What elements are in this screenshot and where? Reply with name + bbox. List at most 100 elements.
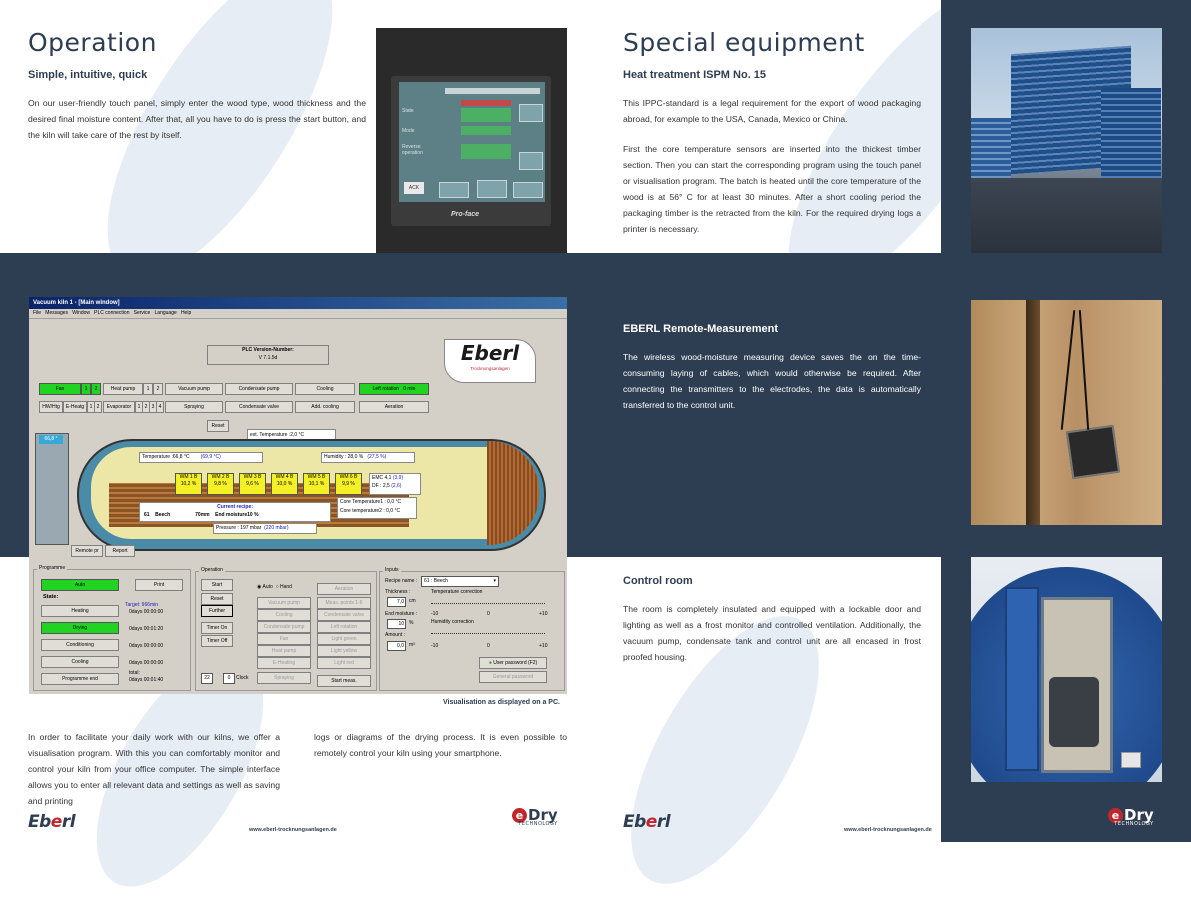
fan-1[interactable]: 1 — [81, 383, 91, 395]
op-e-heating[interactable]: E-Heating — [257, 657, 311, 669]
amount-input[interactable]: 0,0 — [387, 641, 406, 651]
op-light-yellow[interactable]: Light yellow — [317, 645, 371, 657]
temperature-correction-slider[interactable] — [431, 597, 545, 604]
fan-indicator[interactable]: Fan — [39, 383, 81, 395]
menu-language[interactable]: Language — [154, 310, 177, 316]
start-button[interactable]: Start — [201, 579, 233, 591]
op-aeration[interactable]: Aeration — [317, 583, 371, 595]
panel-screen: State Mode Reverse operation ACK — [399, 82, 545, 202]
op-cooling[interactable]: Cooling — [257, 609, 311, 621]
thickness-unit: cm — [409, 598, 416, 604]
report-button[interactable]: Report — [105, 545, 135, 557]
recipe-name-select[interactable]: 61 : Beech▾ — [421, 576, 499, 587]
further-button[interactable]: Further — [201, 605, 233, 617]
aeration-indicator[interactable]: Aeration — [359, 401, 429, 413]
auto-button[interactable]: Auto — [41, 579, 119, 591]
edry-logo-text: Dry — [528, 806, 558, 824]
evaporator-4[interactable]: 4 — [156, 401, 164, 413]
menu-file[interactable]: File — [33, 310, 42, 316]
end-moisture-input[interactable]: 10 — [387, 619, 406, 629]
panel-side-button[interactable] — [519, 104, 543, 122]
op-light-red[interactable]: Light red — [317, 657, 371, 669]
amount-label: Amount : — [385, 632, 406, 638]
heat-pump-2[interactable]: 2 — [153, 383, 163, 395]
panel-bottom-button[interactable] — [513, 182, 543, 198]
timer-on-button[interactable]: Timer On — [201, 622, 233, 634]
wm-sensor-value: 10,1 % — [308, 481, 325, 487]
start-meas-button[interactable]: Start meas. — [317, 675, 371, 687]
user-password-button[interactable]: ● User password (F2) — [479, 657, 547, 669]
panel-bottom-button[interactable] — [439, 182, 469, 198]
edry-logo-sub: TECHNOLOGY — [518, 821, 558, 827]
clock-label: Clock — [236, 675, 249, 681]
spraying-indicator[interactable]: Spraying — [165, 401, 223, 413]
panel-header — [445, 88, 540, 94]
evaporator-indicator[interactable]: Evaporator — [103, 401, 135, 413]
section-subtitle: Simple, intuitive, quick — [28, 69, 148, 81]
thickness-input[interactable]: 7,0 — [387, 597, 406, 607]
pallet-stack — [971, 118, 1011, 188]
op-vacuum-pump[interactable]: Vacuum pump — [257, 597, 311, 609]
e-heatg-indicator[interactable]: E-Heatg — [63, 401, 87, 413]
state-heating[interactable]: Heating — [41, 605, 119, 617]
kiln-temperature-value: Temperature :66,8 °C — [142, 454, 190, 460]
panel-side-button[interactable] — [519, 152, 543, 170]
op-condensate-valve[interactable]: Condensate valve — [317, 609, 371, 621]
menu-help[interactable]: Help — [180, 310, 192, 316]
panel-bottom-button[interactable] — [477, 180, 507, 198]
control-room-text: The room is completely insulated and equ… — [623, 604, 921, 662]
visualisation-window: Vacuum kiln 1 - [Main window] File Messa… — [29, 297, 567, 694]
scale-max: +10 — [539, 643, 548, 649]
humidity-correction-slider[interactable] — [431, 627, 545, 634]
heat-pump-indicator[interactable]: Heat pump — [103, 383, 143, 395]
total-label: total: — [129, 670, 140, 676]
op-spraying[interactable]: Spraying — [257, 672, 311, 684]
general-password-button[interactable]: General password — [479, 671, 547, 683]
thickness-label: Thickness : — [385, 589, 411, 595]
state-programme-end[interactable]: Programme end — [41, 673, 119, 685]
electrode-cable — [1078, 310, 1090, 430]
op-fan[interactable]: Fan — [257, 633, 311, 645]
reset-button[interactable]: Reset — [201, 593, 233, 605]
menu-service[interactable]: Service — [133, 310, 151, 316]
menu-window[interactable]: Window — [72, 310, 90, 316]
condensate-pump-indicator[interactable]: Condensate pump — [225, 383, 293, 395]
state-heating-time: 0days 00:00:00 — [129, 609, 164, 615]
op-condensate-pump[interactable]: Condensate pump — [257, 621, 311, 633]
remote-print-button[interactable]: Remote pr — [71, 545, 103, 557]
op-light-green[interactable]: Light green — [317, 633, 371, 645]
menu-plc-connection[interactable]: PLC connection — [94, 310, 130, 316]
timer-off-button[interactable]: Timer Off — [201, 635, 233, 647]
current-recipe-label: Current recipe: — [217, 504, 253, 510]
recipe-thickness: 70mm — [195, 512, 210, 518]
emc-value: EMC 4,1 — [372, 475, 392, 481]
clock-hour-input[interactable]: 22 — [201, 673, 213, 684]
state-conditioning[interactable]: Conditioning — [41, 639, 119, 651]
wm-sensor-name: WM 5 B — [307, 474, 326, 480]
state-drying[interactable]: Drying — [41, 622, 119, 634]
hw-htg-indicator[interactable]: HW/Htg — [39, 401, 63, 413]
kiln-humidity: Humidity : 28,0 % (27,5 %) — [321, 452, 415, 463]
kiln-humidity-value: Humidity : 28,0 % — [324, 454, 364, 460]
op-left-rotation[interactable]: Left rotation — [317, 621, 371, 633]
op-heat-pump[interactable]: Heat pump — [257, 645, 311, 657]
reset-top-button[interactable]: Reset — [207, 420, 229, 432]
condensate-valve-indicator[interactable]: Condensate valve — [225, 401, 293, 413]
op-meas-points[interactable]: Meas. points 1-6 — [317, 597, 371, 609]
left-rotation-indicator[interactable]: Left rotation 0 min — [359, 383, 429, 395]
auto-radio-icon[interactable]: ◉ — [257, 584, 262, 590]
clock-minute-input[interactable]: 0 — [223, 673, 235, 684]
heat-pump-1[interactable]: 1 — [143, 383, 153, 395]
panel-state-red — [461, 100, 511, 106]
e-heatg-2[interactable]: 2 — [94, 401, 102, 413]
add-cooling-indicator[interactable]: Add. cooling — [295, 401, 355, 413]
menu-messages[interactable]: Messages — [45, 310, 69, 316]
state-cooling[interactable]: Cooling — [41, 656, 119, 668]
panel-ack-button[interactable]: ACK — [404, 182, 424, 194]
print-button[interactable]: Print — [135, 579, 183, 591]
hand-radio-icon[interactable]: ○ — [275, 584, 279, 590]
cooling-indicator[interactable]: Cooling — [295, 383, 355, 395]
pallets-photo — [971, 28, 1162, 253]
vacuum-pump-indicator[interactable]: Vacuum pump — [165, 383, 223, 395]
fan-2[interactable]: 2 — [91, 383, 101, 395]
